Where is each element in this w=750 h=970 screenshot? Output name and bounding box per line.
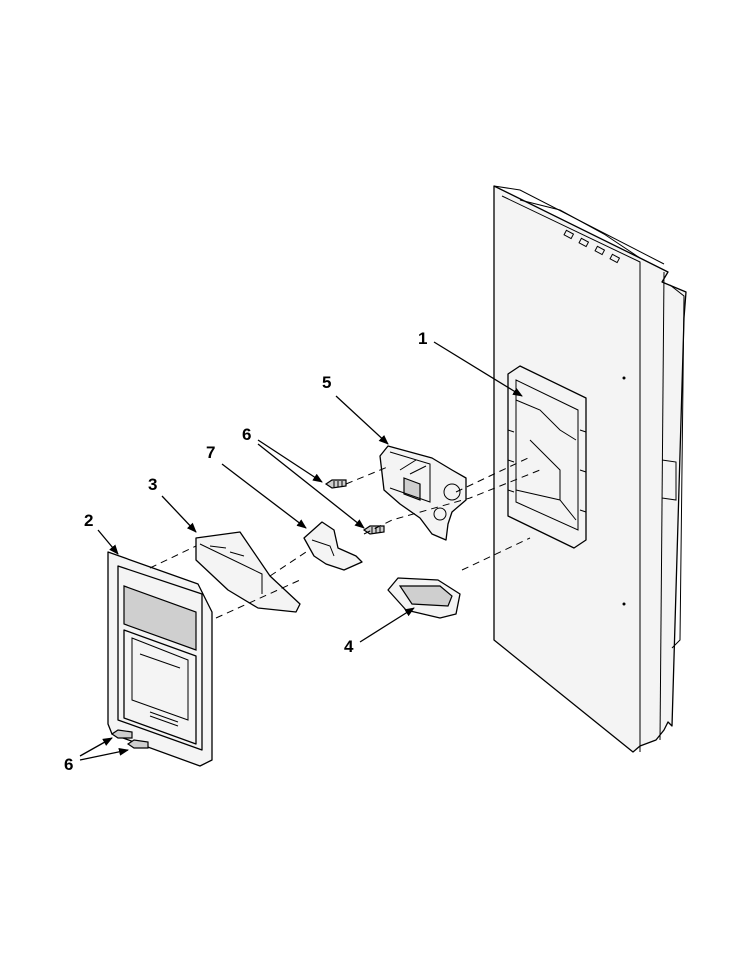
callout-2: 2 <box>84 511 119 555</box>
callout-6-lower: 6 <box>64 737 129 774</box>
dispenser-frame <box>107 551 213 767</box>
callout-1: 1 <box>418 329 523 397</box>
callout-5: 5 <box>322 373 389 445</box>
callout-4: 4 <box>344 607 415 656</box>
dispenser-opening <box>507 365 587 549</box>
svg-text:5: 5 <box>322 373 331 392</box>
callout-7: 7 <box>206 443 307 529</box>
svg-text:7: 7 <box>206 443 215 462</box>
drip-tray <box>387 577 461 619</box>
callout-6-upper: 6 <box>242 425 365 529</box>
svg-text:6: 6 <box>242 425 251 444</box>
assembly-lines <box>149 457 541 619</box>
actuator-assembly <box>379 445 467 541</box>
svg-text:2: 2 <box>84 511 93 530</box>
svg-text:6: 6 <box>64 755 73 774</box>
control-housing <box>195 531 301 613</box>
door-panel <box>493 185 687 753</box>
svg-text:1: 1 <box>418 329 427 348</box>
screw-upper <box>324 479 347 489</box>
svg-text:4: 4 <box>344 637 354 656</box>
screw-frame-left-a <box>110 729 133 739</box>
screw-frame-left-b <box>126 739 149 749</box>
svg-text:3: 3 <box>148 475 157 494</box>
callout-3: 3 <box>148 475 197 533</box>
chute-door <box>303 521 363 571</box>
